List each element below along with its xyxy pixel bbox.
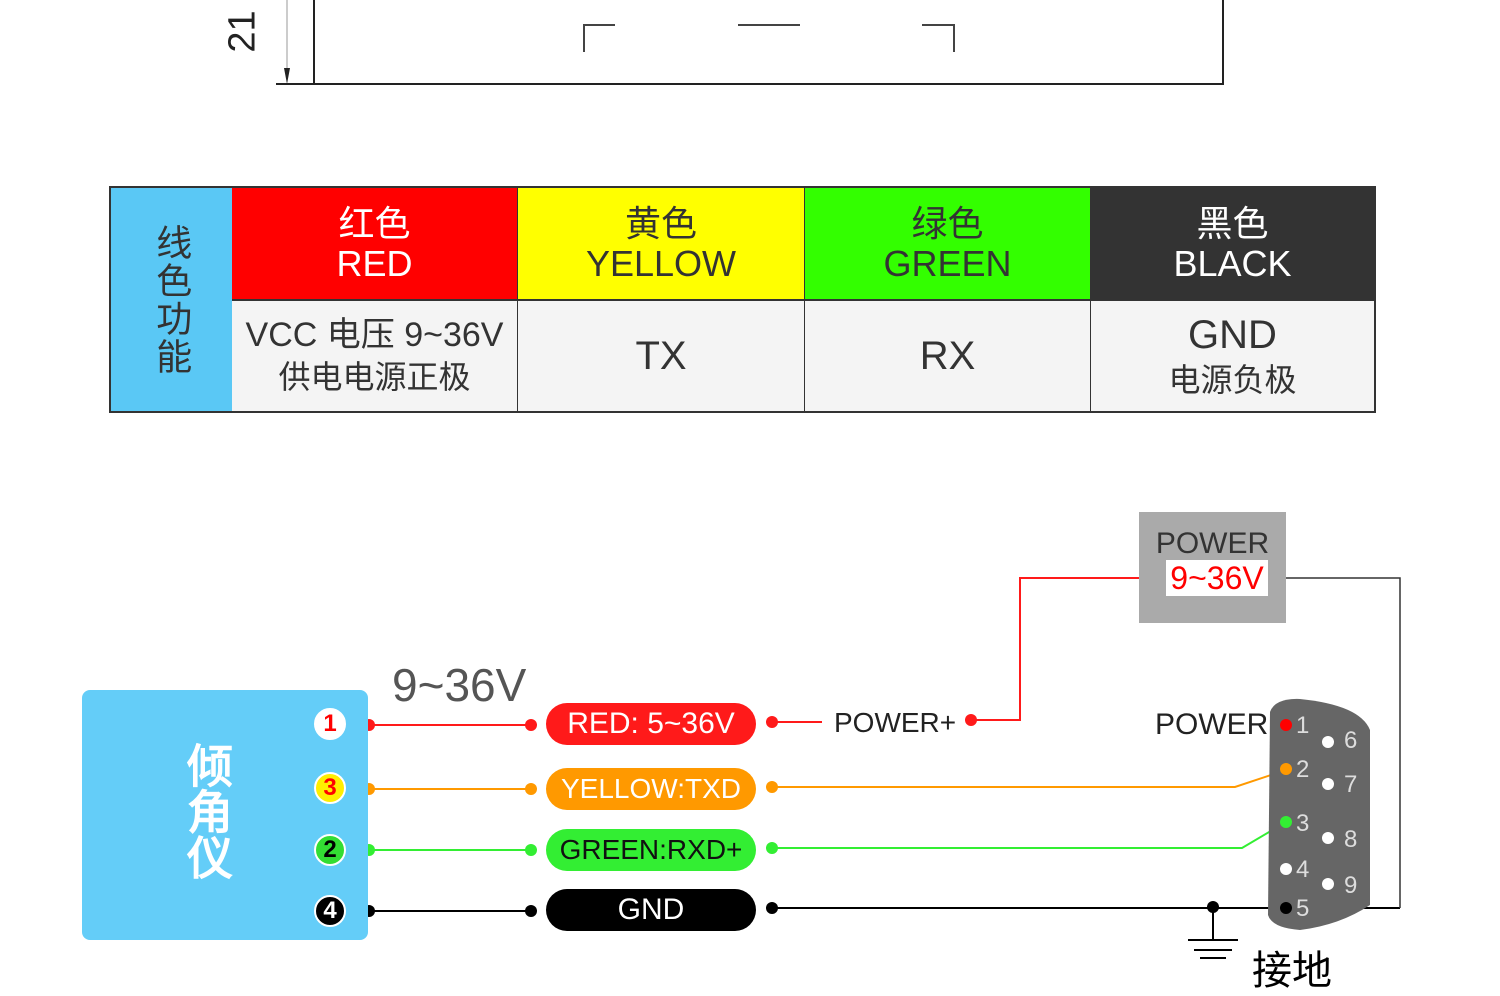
function-line1: VCC 电压 9~36V <box>245 315 504 354</box>
dimension-label: 21 <box>221 10 264 53</box>
pin-1: 1 <box>314 708 346 740</box>
connector-pin-3: 3 <box>1296 810 1310 837</box>
function-cell-black: GND 电源负极 <box>1091 301 1374 411</box>
wire-gnd-label: GND <box>546 889 756 931</box>
wire-red-label: RED: 5~36V <box>546 703 756 745</box>
row-header: 线色功能 <box>111 188 232 411</box>
db9-connector <box>1268 698 1370 930</box>
color-cn: 绿色 <box>911 202 984 244</box>
power-plus-label: POWER+ <box>834 707 957 738</box>
pin-4: 4 <box>314 895 346 927</box>
pin-2: 2 <box>314 834 346 866</box>
ground-label: 接地 <box>1252 949 1332 993</box>
connector-pin-7: 7 <box>1344 771 1358 798</box>
connector-pin-4: 4 <box>1296 856 1310 883</box>
color-en: YELLOW <box>585 242 737 284</box>
function-line1: RX <box>919 334 976 378</box>
connector-pin-8: 8 <box>1344 826 1358 853</box>
function-cell-red: VCC 电压 9~36V 供电电源正极 <box>232 301 517 411</box>
wiring-lines <box>276 0 1401 959</box>
connector-pin-1: 1 <box>1296 712 1310 739</box>
function-line1: GND <box>1188 313 1277 358</box>
color-cn: 黄色 <box>624 202 697 244</box>
connector-pin-9: 9 <box>1344 872 1358 899</box>
voltage-label: 9~36V <box>392 659 527 711</box>
function-line2: 供电电源正极 <box>278 359 471 396</box>
connector-pin-2: 2 <box>1296 756 1310 783</box>
function-cell-green: RX <box>805 301 1090 411</box>
power-box-voltage: 9~36V <box>1166 560 1268 596</box>
wire-yellow-label: YELLOW:TXD <box>546 768 756 810</box>
power-box-title: POWER <box>1155 527 1270 560</box>
function-line2: 电源负极 <box>1168 362 1297 399</box>
function-cell-yellow: TX <box>518 301 804 411</box>
device-label: 倾角仪 <box>181 742 233 880</box>
connector-pin-6: 6 <box>1344 727 1358 754</box>
color-en: BLACK <box>1173 242 1292 284</box>
color-cn: 红色 <box>338 202 411 244</box>
row-header-text: 线色功能 <box>151 223 193 376</box>
function-line1: TX <box>635 334 687 378</box>
color-cn: 黑色 <box>1196 202 1269 244</box>
pin-3: 3 <box>314 772 346 804</box>
connector-label: POWER <box>1155 708 1269 741</box>
wire-green-label: GREEN:RXD+ <box>546 829 756 871</box>
connector-pin-5: 5 <box>1296 895 1310 922</box>
color-en: GREEN <box>883 242 1012 284</box>
color-en: RED <box>336 242 413 284</box>
